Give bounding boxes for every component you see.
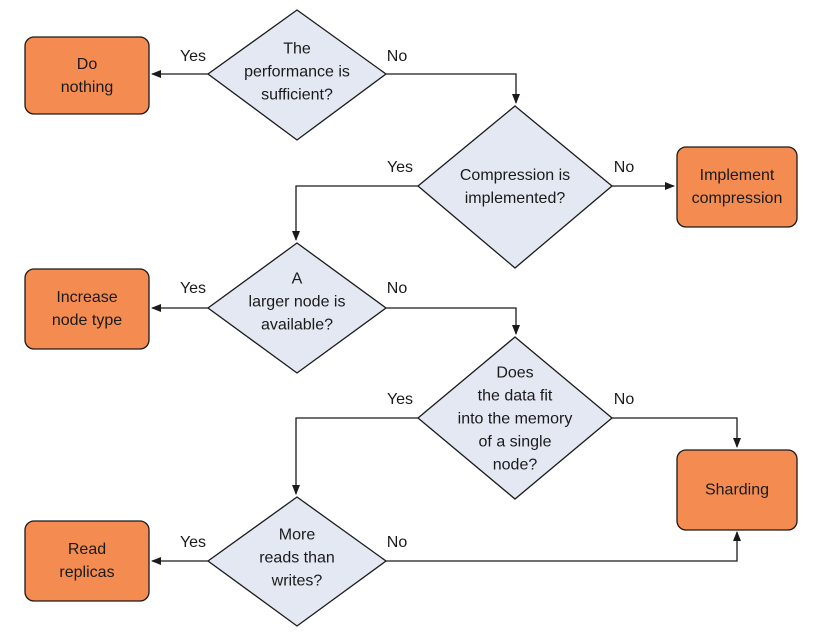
action-sharding-shape	[676, 449, 798, 531]
edge-label-reads-writes-yes: Yes	[179, 534, 207, 551]
edge-label-compression-no: No	[613, 159, 635, 176]
edge-memory-fit-yes	[292, 417, 418, 495]
edge-reads-writes-no	[386, 531, 741, 562]
edge-larger-node-no	[386, 307, 520, 335]
decision-larger-node-label: A larger node is available?	[248, 270, 346, 334]
edge-label-performance-yes: Yes	[179, 48, 207, 65]
edge-label-larger-node-no: No	[386, 280, 408, 297]
decision-larger-node-shape	[206, 242, 388, 374]
decision-reads-writes-shape	[206, 496, 388, 627]
action-sharding-label: Sharding	[704, 481, 770, 499]
edge-label-memory-fit-no: No	[613, 391, 635, 408]
edge-label-reads-writes-no: No	[386, 534, 408, 551]
edge-label-compression-yes: Yes	[386, 159, 414, 176]
decision-compression-label: Compression is implemented?	[459, 167, 571, 207]
edge-label-performance-no: No	[386, 48, 408, 65]
decision-memory-fit-shape	[416, 336, 614, 500]
decision-memory-fit-label: Does the data fit into the memory of a s…	[457, 364, 573, 474]
action-increase-node-type-label: Increase node type	[51, 289, 123, 329]
edge-label-memory-fit-yes: Yes	[386, 391, 414, 408]
edge-label-larger-node-yes: Yes	[179, 280, 207, 297]
action-do-nothing-label: Do nothing	[60, 56, 114, 96]
edge-performance-no	[386, 73, 520, 104]
action-read-replicas-shape	[24, 520, 150, 602]
action-implement-compression-shape	[676, 146, 798, 228]
action-do-nothing-shape	[24, 36, 150, 115]
action-increase-node-type-shape	[24, 268, 150, 350]
decision-compression-shape	[416, 105, 614, 269]
decision-performance-label: The performance is sufficient?	[244, 40, 350, 104]
edge-memory-fit-no	[612, 417, 741, 448]
edge-compression-yes	[292, 185, 418, 241]
decision-performance-shape	[206, 9, 388, 141]
action-read-replicas-label: Read replicas	[59, 541, 115, 581]
decision-reads-writes-label: More reads than writes?	[259, 526, 335, 590]
action-implement-compression-label: Implement compression	[691, 167, 783, 207]
